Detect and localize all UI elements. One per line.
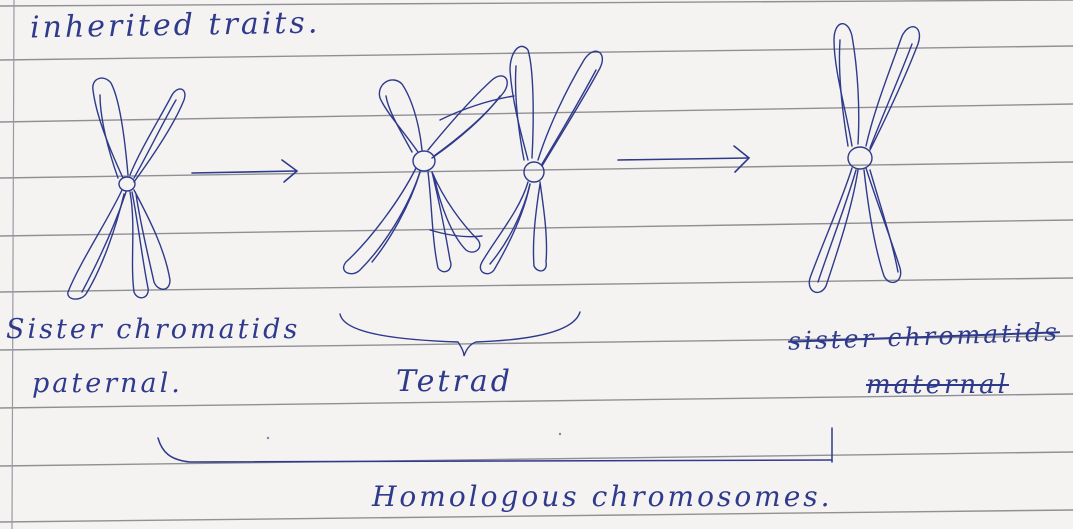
maternal-chromosome-icon bbox=[809, 24, 919, 293]
label-tetrad: Tetrad bbox=[396, 364, 513, 399]
paternal-chromosome-icon bbox=[68, 78, 185, 299]
ink-dots bbox=[267, 433, 561, 439]
tetrad-icon bbox=[344, 46, 603, 273]
label-maternal: maternal bbox=[866, 370, 1009, 400]
top-line-text: inherited traits. bbox=[30, 5, 321, 45]
arrow-icon bbox=[192, 160, 297, 182]
label-homologous: Homologous chromosomes. bbox=[372, 480, 833, 513]
label-sister-paternal: Sister chromatids bbox=[6, 314, 300, 345]
label-paternal: paternal. bbox=[32, 368, 183, 399]
brace-icon bbox=[340, 312, 580, 356]
margin-line bbox=[12, 0, 14, 529]
